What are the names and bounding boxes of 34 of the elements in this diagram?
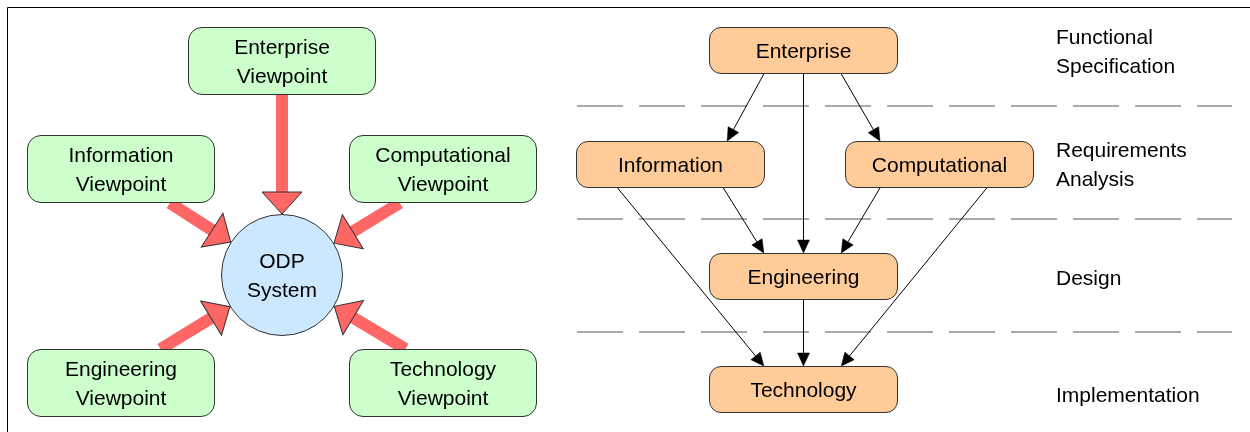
arrow <box>840 73 881 142</box>
arrow <box>841 187 881 254</box>
process-box <box>709 366 898 413</box>
viewpoint-box <box>27 349 215 417</box>
node-label: Information Viewpoint <box>67 142 175 197</box>
arrow <box>722 187 765 254</box>
phase-label: Functional Specification <box>1056 24 1177 79</box>
node-label: ODP System <box>246 248 318 303</box>
node-label: Enterprise <box>755 38 852 64</box>
phase-label: Requirements Analysis <box>1056 137 1188 192</box>
process-box <box>576 141 765 188</box>
arrow <box>797 73 810 254</box>
phase-label: Design <box>1056 265 1122 291</box>
process-box <box>845 141 1034 188</box>
node-label: Technology <box>750 377 857 403</box>
node-label: Engineering Viewpoint <box>63 356 179 411</box>
viewpoint-box <box>349 135 537 203</box>
arrow <box>726 73 765 142</box>
viewpoint-box <box>27 135 215 203</box>
viewpoint-box <box>188 27 376 95</box>
arrow <box>841 187 988 367</box>
arrow <box>261 95 303 215</box>
arrow <box>617 187 765 367</box>
node-label: Computational <box>871 152 1008 178</box>
node-label: Information <box>617 152 724 178</box>
node-label: Engineering <box>747 264 860 290</box>
node-label: Enterprise Viewpoint <box>233 34 331 89</box>
node-label: Computational Viewpoint <box>374 142 512 197</box>
phase-label: Implementation <box>1056 382 1200 408</box>
node-label: Technology Viewpoint <box>388 356 498 411</box>
process-box <box>709 253 898 300</box>
process-box <box>709 27 898 74</box>
arrow <box>797 299 810 367</box>
viewpoint-box <box>349 349 537 417</box>
